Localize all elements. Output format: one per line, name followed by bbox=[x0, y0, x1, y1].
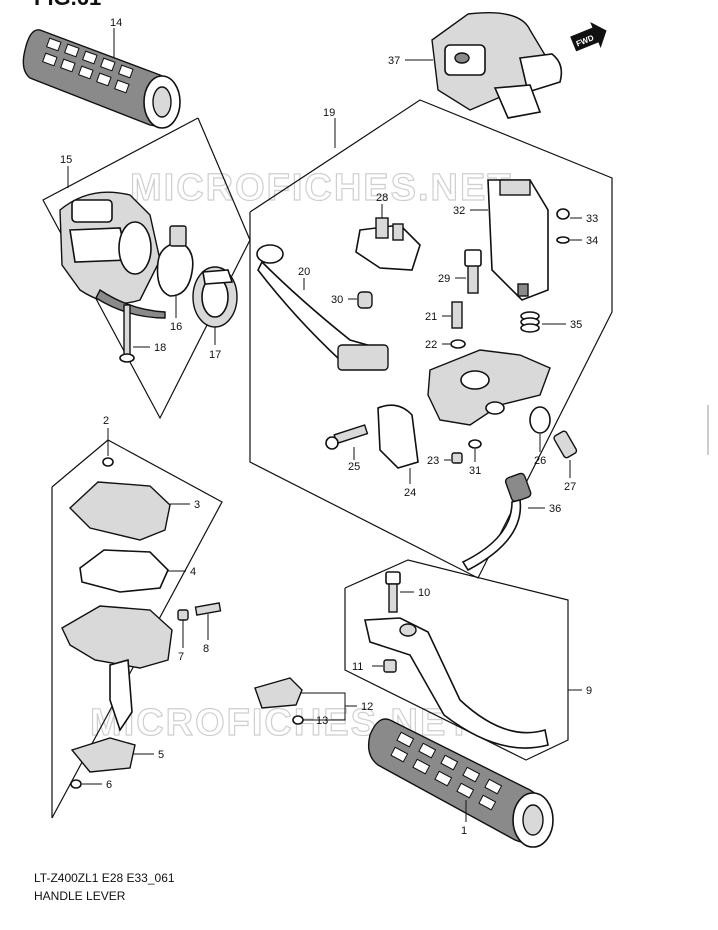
part-36-brake-switch bbox=[461, 472, 532, 572]
part-34-washer bbox=[556, 236, 570, 244]
part-22-washer bbox=[450, 339, 466, 349]
part-6-screw bbox=[70, 779, 82, 789]
callout-4: 4 bbox=[190, 566, 196, 578]
callout-33: 33 bbox=[586, 213, 598, 225]
part-18-screw bbox=[119, 304, 135, 363]
callout-19: 19 bbox=[323, 107, 335, 119]
callout-28: 28 bbox=[376, 192, 388, 204]
callout-24: 24 bbox=[404, 487, 416, 499]
figure-label: FIG.61 bbox=[34, 0, 101, 10]
part-35-spring bbox=[520, 311, 540, 333]
part-27-adjuster bbox=[553, 430, 578, 459]
part-17-clamp-ring bbox=[192, 266, 238, 328]
part-21-pin bbox=[451, 301, 463, 329]
model-code: LT-Z400ZL1 E28 E33_061 bbox=[34, 871, 175, 885]
callout-10: 10 bbox=[418, 587, 430, 599]
callout-23: 23 bbox=[427, 455, 439, 467]
part-26-ring bbox=[529, 406, 551, 434]
callout-32: 32 bbox=[453, 205, 465, 217]
part-14-grip bbox=[22, 29, 181, 129]
part-20-brake-lever bbox=[256, 244, 389, 371]
callout-12: 12 bbox=[361, 701, 373, 713]
callout-17: 17 bbox=[209, 349, 221, 361]
fwd-arrow-tag: FWD bbox=[570, 22, 607, 52]
callout-5: 5 bbox=[158, 749, 164, 761]
frame-19 bbox=[249, 99, 613, 579]
part-2-screw bbox=[102, 457, 114, 467]
callout-30: 30 bbox=[331, 294, 343, 306]
callout-27: 27 bbox=[564, 481, 576, 493]
part-11-nut bbox=[383, 659, 397, 673]
callout-1: 1 bbox=[461, 825, 467, 837]
part-throttle-housing bbox=[61, 605, 173, 732]
callout-8: 8 bbox=[203, 643, 209, 655]
callout-37: 37 bbox=[388, 55, 400, 67]
frame-15 bbox=[42, 117, 251, 420]
callout-31: 31 bbox=[469, 465, 481, 477]
part-3-cover bbox=[68, 481, 171, 541]
callout-15: 15 bbox=[60, 154, 72, 166]
part-32-bracket-plate bbox=[487, 179, 549, 301]
callout-22: 22 bbox=[425, 339, 437, 351]
part-5-cover-plate bbox=[70, 737, 136, 773]
callout-2: 2 bbox=[103, 415, 109, 427]
part-29-bolt bbox=[464, 249, 482, 294]
part-30-collar bbox=[357, 291, 373, 309]
frame-throttle bbox=[51, 439, 223, 819]
part-8-bolt bbox=[194, 602, 222, 616]
part-37-master-cylinder bbox=[431, 12, 563, 119]
part-23-nut bbox=[451, 452, 463, 464]
callout-3: 3 bbox=[194, 499, 200, 511]
watermark-top: MICROFICHES.NET bbox=[130, 167, 513, 209]
part-28-switch bbox=[355, 217, 421, 271]
diagram-title: HANDLE LEVER bbox=[34, 889, 126, 903]
part-9-clutch-lever bbox=[364, 617, 549, 749]
callout-13: 13 bbox=[316, 715, 328, 727]
part-33-screw bbox=[556, 208, 570, 220]
part-7-nut bbox=[177, 609, 189, 621]
part-24-clamp bbox=[377, 404, 419, 469]
frame-9 bbox=[344, 559, 569, 761]
part-1-grip bbox=[367, 718, 554, 848]
callout-29: 29 bbox=[438, 273, 450, 285]
callout-21: 21 bbox=[425, 311, 437, 323]
callout-6: 6 bbox=[106, 779, 112, 791]
part-31-screw bbox=[468, 439, 482, 449]
callout-25: 25 bbox=[348, 461, 360, 473]
callout-20: 20 bbox=[298, 266, 310, 278]
part-10-bolt bbox=[385, 571, 401, 613]
part-25-bolt bbox=[325, 424, 369, 450]
callout-16: 16 bbox=[170, 321, 182, 333]
part-15-switch-housing bbox=[59, 191, 166, 319]
part-12-switch bbox=[254, 677, 303, 709]
part-19-lever-bracket bbox=[427, 349, 551, 426]
callout-11: 11 bbox=[352, 661, 363, 673]
callout-7: 7 bbox=[178, 651, 184, 663]
callout-18: 18 bbox=[154, 342, 166, 354]
callout-35: 35 bbox=[570, 319, 582, 331]
part-4-gasket bbox=[79, 549, 169, 593]
callout-34: 34 bbox=[586, 235, 598, 247]
part-16-switch-holder bbox=[156, 225, 194, 297]
callout-9: 9 bbox=[586, 685, 592, 697]
part-13-screw bbox=[292, 715, 304, 725]
callout-36: 36 bbox=[549, 503, 561, 515]
callout-26: 26 bbox=[534, 455, 546, 467]
callout-14: 14 bbox=[110, 17, 122, 29]
